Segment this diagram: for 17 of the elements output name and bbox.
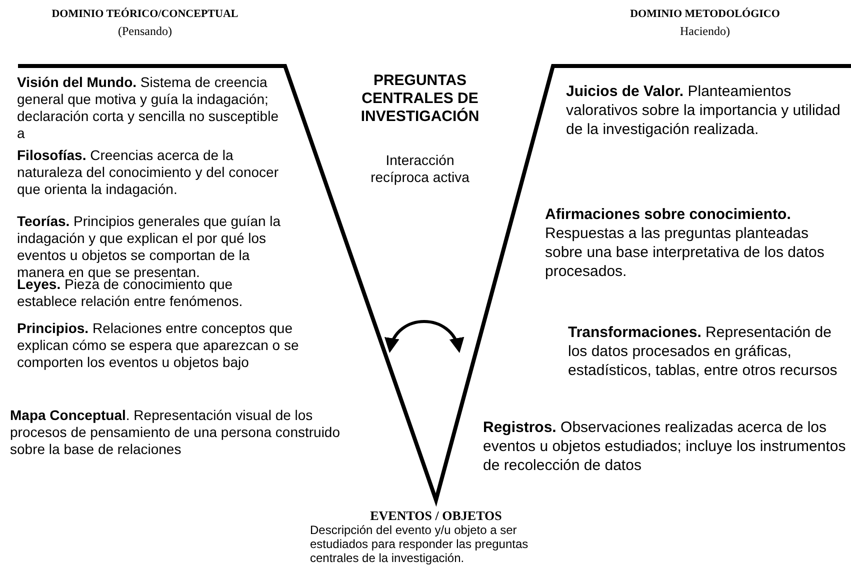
events-description: Descripción del evento y/u objeto a ser estudiados para responder las preguntas centrales de la investigación. [310,523,530,565]
definition-text: Filosofías. Creencias acerca de la naturaleza del conocimiento y del conocer que orienta la indagación. [17,147,279,198]
definition-text: Registros. Observaciones realizadas acerca de los eventos u objetos estudiados; incluye los instrumentos de recolección de datos [483,418,847,475]
domain-heading: DOMINIO TEÓRICO/CONCEPTUAL [50,8,240,20]
domain-heading: DOMINIO METODOLÓGICO [629,8,781,20]
definition-text: Visión del Mundo. Sistema de creencia general que motiva y guía la indagación; declaración corta y sencilla no susceptible a [17,74,279,142]
definition-text: Transformaciones. Representación de los datos procesados en gráficas, estadísticos, tablas, entre otros recursos [568,323,838,380]
questions-heading: PREGUNTAS CENTRALES DE INVESTIGACIÓN [360,72,480,126]
interaction-text: Interacción recíproca activa [370,152,470,186]
definition-text: Juicios de Valor. Planteamientos valorativos sobre la importancia y utilidad de la investigación realizada. [566,82,842,139]
definition-text: Principios. Relaciones entre conceptos que explican cómo se espera que aparezcan o se comporten los eventos u objetos bajo [17,320,300,371]
definition-text: Teorías. Principios generales que guían la indagación y que explican el por qué los eventos u objetos se comportan de la manera en que se presentan. [17,213,282,280]
domain-subtitle: (Pensando) [117,24,173,39]
domain-subtitle: Haciendo) [679,24,731,39]
definition-text: Mapa Conceptual. Representación visual de los procesos de pensamiento de una persona construido sobre la base de relaciones [10,407,341,458]
definition-text: Afirmaciones sobre conocimiento. Respuestas a las preguntas planteadas sobre una base interpretativa de los datos procesados. [545,205,826,281]
events-heading: EVENTOS / OBJETOS [369,508,503,524]
